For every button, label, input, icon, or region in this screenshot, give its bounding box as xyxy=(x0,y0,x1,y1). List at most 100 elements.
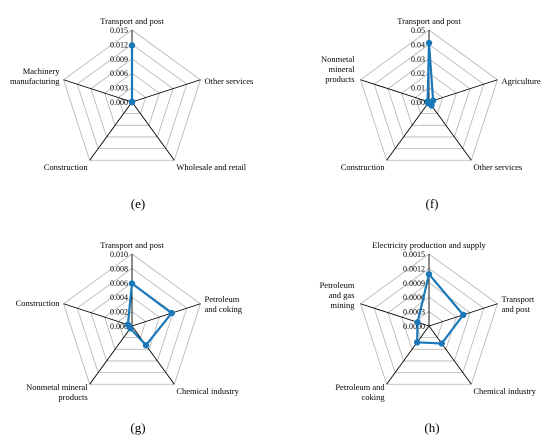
tick-label: 0.0009 xyxy=(403,279,425,288)
axis-label-line: and coking xyxy=(204,304,242,314)
tick-label: 0.01 xyxy=(411,84,425,93)
axis-spoke xyxy=(63,303,133,327)
grid-ring xyxy=(387,58,471,138)
radar-panel: 0.0000.0020.0040.0060.0080.010Transport … xyxy=(16,240,243,435)
grid-ring xyxy=(104,72,160,126)
axis-label: Transport and post xyxy=(100,16,164,26)
grid-ring xyxy=(63,253,201,385)
axis-label: Transport and post xyxy=(100,240,164,250)
data-point xyxy=(429,97,437,104)
panel-label: (h) xyxy=(424,420,439,435)
grid-ring xyxy=(117,311,147,339)
axis-label-line: Petroleum xyxy=(204,294,239,304)
axis-spoke xyxy=(89,325,133,385)
axis-label-line: Wholesale and retail xyxy=(176,162,246,172)
grid-ring xyxy=(414,87,444,115)
tick-label: 0.015 xyxy=(110,26,128,35)
axis-label: Construction xyxy=(16,298,61,308)
data-point xyxy=(414,319,421,326)
axis-label: Wholesale and retail xyxy=(176,162,246,172)
data-point xyxy=(128,42,136,49)
axis-spoke xyxy=(131,325,175,385)
axis-label-line: Transport and post xyxy=(100,240,164,250)
axis-label: Construction xyxy=(341,162,386,172)
series-line xyxy=(416,273,465,345)
grid-ring xyxy=(76,43,188,149)
tick-label: 0.03 xyxy=(411,55,425,64)
axis-spoke xyxy=(428,79,498,103)
axis-label-line: Chemical industry xyxy=(176,386,239,396)
axis-label-line: Petroleum xyxy=(320,280,355,290)
axis-spoke xyxy=(89,101,133,161)
axis-label-line: Other services xyxy=(204,76,253,86)
axis-label-line: Transport xyxy=(501,294,534,304)
grid-ring xyxy=(373,267,485,373)
axis-label-line: mining xyxy=(330,300,355,310)
tick-label: 0.0000 xyxy=(403,322,425,331)
tick-label: 0.000 xyxy=(110,98,128,107)
tick-label: 0.0003 xyxy=(403,308,425,317)
axis-label-line: Construction xyxy=(341,162,386,172)
tick-label: 0.008 xyxy=(110,264,128,273)
data-point xyxy=(142,342,150,349)
axis-spoke xyxy=(360,79,430,103)
axis-label-line: coking xyxy=(362,392,386,402)
tick-label: 0.0015 xyxy=(403,250,425,259)
grid-ring xyxy=(360,29,498,161)
tick-label: 0.012 xyxy=(110,40,128,49)
axis-label-line: Other services xyxy=(473,162,522,172)
axis-label-line: Nonmetal xyxy=(321,54,355,64)
axis-label: Construction xyxy=(44,162,89,172)
tick-label: 0.00 xyxy=(411,98,425,107)
tick-label: 0.006 xyxy=(110,69,128,78)
grid-ring xyxy=(401,296,457,350)
axis-label: Chemical industry xyxy=(176,386,239,396)
data-point xyxy=(168,309,175,317)
grid-ring xyxy=(63,29,201,161)
panel-label: (e) xyxy=(131,196,145,211)
axis-label: Chemical industry xyxy=(473,386,536,396)
tick-label: 0.009 xyxy=(110,55,128,64)
axis-label-line: Agriculture xyxy=(501,76,540,86)
grid-ring xyxy=(117,87,147,115)
axis-label-line: mineral xyxy=(329,64,356,74)
axis-label: Electricity production and supply xyxy=(372,240,486,250)
radar-panel: 0.00000.00030.00060.00090.00120.0015Elec… xyxy=(320,240,537,435)
tick-label: 0.003 xyxy=(110,84,128,93)
axis-label: Other services xyxy=(473,162,522,172)
tick-label: 0.04 xyxy=(411,40,425,49)
axis-label-line: Electricity production and supply xyxy=(372,240,486,250)
axis-label-line: Transport and post xyxy=(100,16,164,26)
tick-label: 0.02 xyxy=(411,69,425,78)
axis-spoke xyxy=(386,101,430,161)
data-point xyxy=(128,280,136,287)
tick-label: 0.000 xyxy=(110,322,128,331)
axis-spoke xyxy=(131,101,175,161)
tick-label: 0.006 xyxy=(110,279,128,288)
axis-label-line: Machinery xyxy=(23,66,61,76)
grid-ring xyxy=(76,267,188,373)
data-point xyxy=(424,98,431,105)
series-line xyxy=(426,41,435,107)
tick-label: 0.004 xyxy=(110,293,128,302)
axis-label-line: and post xyxy=(501,304,530,314)
axis-spoke xyxy=(131,79,201,103)
axis-label-line: Nonmetal mineral xyxy=(26,382,88,392)
grid-ring xyxy=(401,72,457,126)
axis-label: Agriculture xyxy=(501,76,540,86)
data-point xyxy=(438,340,445,347)
data-point xyxy=(460,311,467,319)
axis-spoke xyxy=(386,325,430,385)
grid-ring xyxy=(360,253,498,385)
axis-label-line: Construction xyxy=(16,298,61,308)
radar-panel: 0.000 0.003 0.006 0.009 0.012 0.015Transport … xyxy=(10,16,253,211)
data-point xyxy=(124,321,132,328)
axis-label-line: and gas xyxy=(329,290,355,300)
grid-ring xyxy=(90,58,174,138)
